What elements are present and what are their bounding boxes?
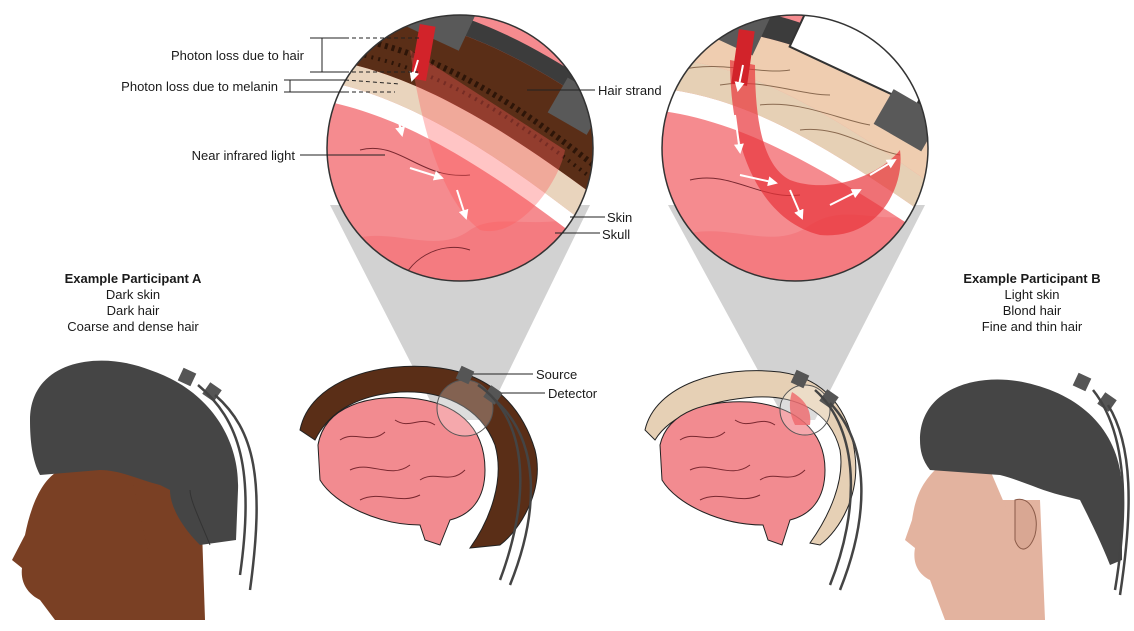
head-b	[905, 373, 1129, 620]
skull-label: Skull	[602, 227, 630, 242]
participant-a-info: Example Participant A Dark skin Dark hai…	[33, 271, 233, 335]
head-a	[12, 361, 257, 620]
hair-strand-label: Hair strand	[598, 83, 662, 98]
participant-a-line3: Coarse and dense hair	[33, 319, 233, 335]
skin-label: Skin	[607, 210, 632, 225]
participant-a-title: Example Participant A	[33, 271, 233, 287]
brain-a	[300, 366, 537, 585]
photon-loss-melanin-label: Photon loss due to melanin	[60, 79, 278, 94]
participant-b-title: Example Participant B	[932, 271, 1132, 287]
participant-a-line2: Dark hair	[33, 303, 233, 319]
near-infrared-label: Near infrared light	[140, 148, 295, 163]
detector-label: Detector	[548, 386, 597, 401]
participant-b-line3: Fine and thin hair	[932, 319, 1132, 335]
participant-b-line1: Light skin	[932, 287, 1132, 303]
source-label: Source	[536, 367, 577, 382]
participant-b-line2: Blond hair	[932, 303, 1132, 319]
photon-loss-hair-label: Photon loss due to hair	[120, 48, 304, 63]
participant-b-info: Example Participant B Light skin Blond h…	[932, 271, 1132, 335]
participant-a-line1: Dark skin	[33, 287, 233, 303]
brain-b	[645, 370, 861, 590]
